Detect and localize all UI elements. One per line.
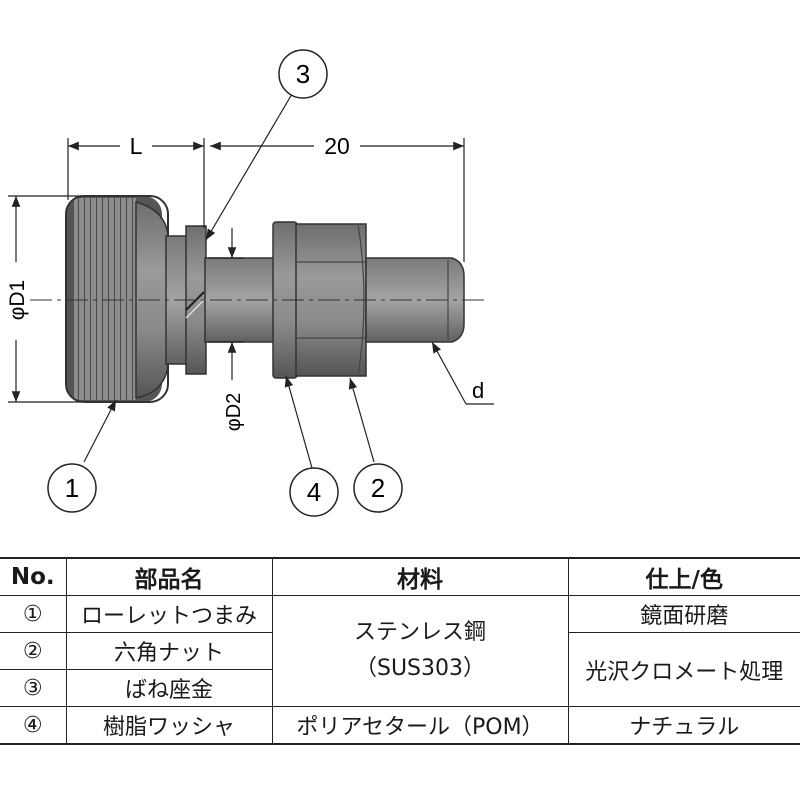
row-part-name: ばね座金 [65,669,272,707]
header-finish: 仕上/色 [567,557,800,596]
callout-1-leader [83,399,117,463]
callout-1: 1 [47,463,97,513]
row-no: ④ [0,706,67,745]
thread-label: d [472,378,484,403]
svg-text:3: 3 [296,59,310,89]
row-no: ① [0,595,67,633]
dimension-20-label: 20 [324,133,350,159]
table-row: ③ ばね座金 [0,669,800,707]
header-material: 材料 [271,557,569,596]
knurled-knob [65,195,169,403]
svg-text:1: 1 [65,473,79,503]
row-material: ポリアセタール（POM） [271,706,569,745]
callout-3: 3 [278,49,328,99]
row-no: ③ [0,669,67,707]
dimension-d2-label: φD2 [223,393,245,432]
callout-2-leader [348,377,375,463]
callout-4-leader [284,375,313,469]
row-part-name: ローレットつまみ [65,595,273,633]
dimension-d1-label: φD1 [6,280,29,320]
parts-table: No. 部品名 材料 仕上/色 ① ローレットつまみ ステンレス鋼 （SUS30… [0,557,800,745]
shared-material-line1: ステンレス鋼 [353,620,486,645]
svg-text:2: 2 [371,473,385,503]
callout-3-leader [205,93,293,241]
dimension-d2 [208,228,244,380]
shared-material-line2: （SUS303） [354,656,486,681]
row-finish: 鏡面研磨 [567,595,800,633]
svg-text:4: 4 [307,477,321,507]
shared-material: ステンレス鋼 （SUS303） [271,595,569,707]
shared-finish: 光沢クロメート処理 [567,632,800,707]
table-row: ① ローレットつまみ ステンレス鋼 （SUS303） 鏡面研磨 [0,595,800,707]
callout-2: 2 [353,463,403,513]
row-finish: ナチュラル [567,706,800,745]
dimension-l-label: L [130,133,143,159]
row-part-name: 樹脂ワッシャ [65,706,273,745]
dimension-l [67,138,205,228]
threaded-tip [365,257,465,343]
header-no: No. [0,557,67,596]
callout-4: 4 [289,467,339,517]
thread-leader [431,341,494,405]
row-no: ② [0,632,67,670]
table-row: ② 六角ナット 光沢クロメート処理 [0,632,800,707]
dimension-d1 [8,195,82,403]
table-row: ④ 樹脂ワッシャ ポリアセタール（POM） ナチュラル [0,706,800,745]
table-header-row: No. 部品名 材料 仕上/色 [0,557,800,596]
header-part-name: 部品名 [65,557,273,596]
row-part-name: 六角ナット [65,632,273,670]
part-drawing: L 20 φD1 φD2 d 3 1 [6,49,494,517]
